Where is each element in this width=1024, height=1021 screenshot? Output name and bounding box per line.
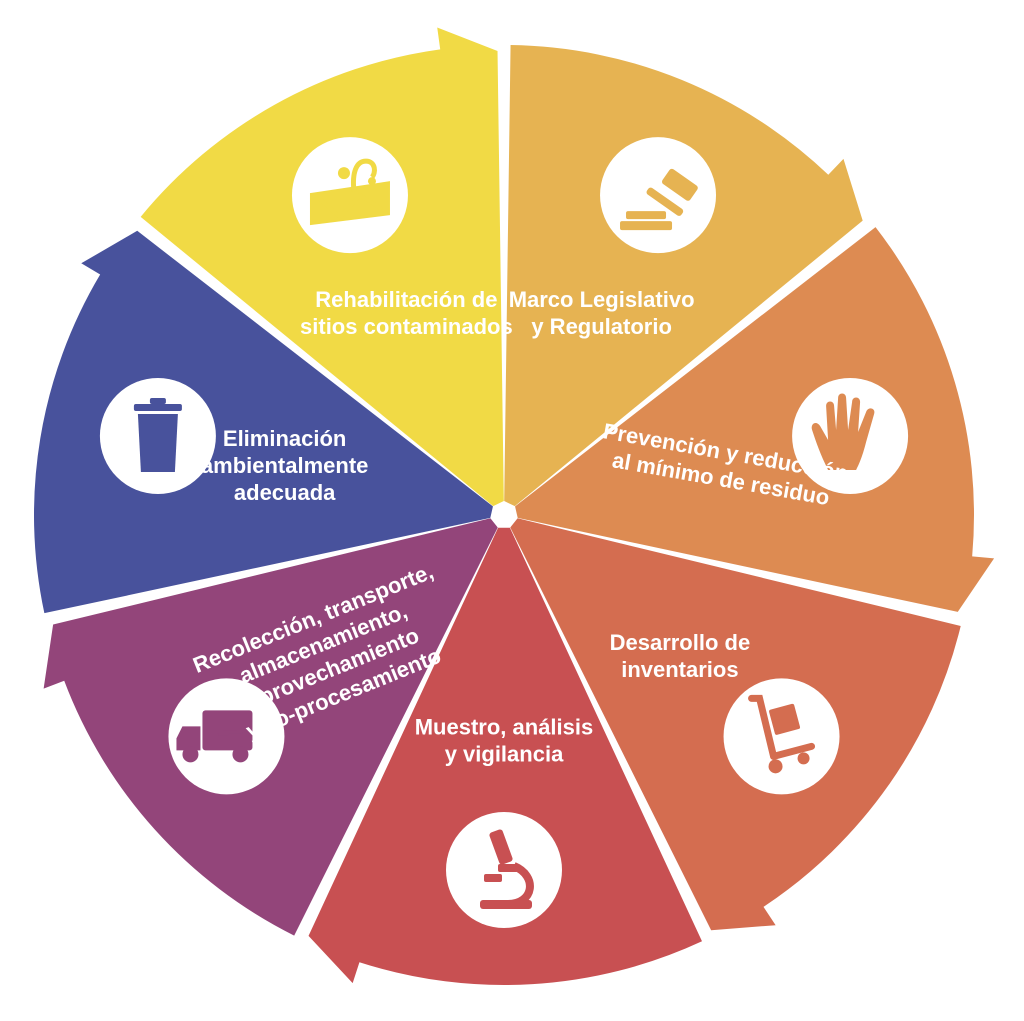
trash-can-icon — [99, 378, 216, 495]
segment-marco — [504, 45, 863, 507]
label-line: Rehabilitación de — [315, 287, 497, 312]
segment-rehabilitacion — [140, 27, 504, 507]
label-line: inventarios — [621, 657, 738, 682]
label-line: Desarrollo de — [610, 630, 751, 655]
segment-eliminacion — [33, 230, 493, 614]
label-line: sitios contaminados — [300, 314, 513, 339]
segment-prevencion — [515, 227, 995, 612]
label-line: adecuada — [234, 480, 336, 505]
hand-icon — [792, 378, 909, 495]
segment-muestreo — [308, 527, 702, 985]
label-line: Eliminación — [223, 426, 346, 451]
microscope-icon — [446, 812, 562, 928]
hand-truck-icon — [723, 678, 840, 795]
label-line: y Regulatorio — [531, 314, 672, 339]
label-line: ambientalmente — [201, 453, 369, 478]
label-line: Muestro, análisis — [415, 715, 594, 740]
gavel-icon — [600, 137, 717, 254]
label-line: Marco Legislativo — [509, 287, 695, 312]
label-line: y vigilancia — [445, 742, 564, 767]
contaminated-site-icon — [291, 137, 408, 254]
recycling-truck-icon — [168, 678, 285, 795]
